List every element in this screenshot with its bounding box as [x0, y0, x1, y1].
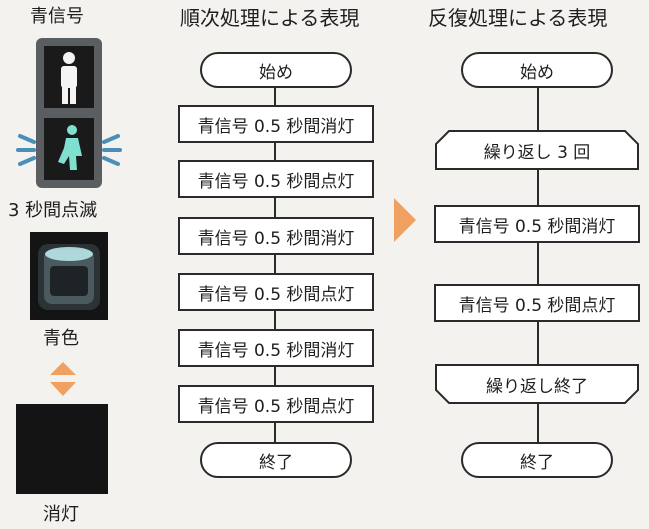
loop-step-1: 青信号 0.5 秒間消灯 — [434, 205, 640, 243]
blink-label: 3 秒間点滅 — [8, 200, 98, 221]
sequential-step-5: 青信号 0.5 秒間消灯 — [178, 329, 374, 367]
off-label: 消灯 — [43, 504, 79, 525]
loop-begin-label: 繰り返し 3 回 — [483, 142, 591, 163]
loop-begin-shape — [435, 130, 639, 170]
loop-title: 反復処理による表現 — [428, 6, 608, 30]
loop-step-2: 青信号 0.5 秒間点灯 — [434, 284, 640, 322]
sequential-step-6: 青信号 0.5 秒間点灯 — [178, 385, 374, 423]
sequential-flow-line — [274, 70, 276, 470]
pedestrian-signal — [14, 38, 124, 188]
swap-arrows-icon — [50, 362, 76, 396]
sequential-step-1: 青信号 0.5 秒間消灯 — [178, 105, 374, 143]
off-lamp-image — [16, 404, 108, 494]
loop-end: 終了 — [461, 442, 613, 478]
sequential-step-3: 青信号 0.5 秒間消灯 — [178, 217, 374, 255]
sequential-step-2: 青信号 0.5 秒間点灯 — [178, 160, 374, 198]
transition-arrow-icon — [394, 198, 416, 242]
sequential-step-4: 青信号 0.5 秒間点灯 — [178, 273, 374, 311]
sequential-start: 始め — [200, 52, 352, 88]
loop-end-shape — [435, 364, 639, 404]
sequential-title: 順次処理による表現 — [180, 6, 360, 30]
blue-label: 青色 — [43, 328, 79, 349]
loop-start: 始め — [461, 52, 613, 88]
loop-flow-line — [537, 70, 539, 470]
signal-title: 青信号 — [30, 6, 84, 27]
loop-end-label: 繰り返し終了 — [486, 376, 588, 397]
blue-lamp-image — [30, 232, 108, 320]
sequential-end: 終了 — [200, 442, 352, 478]
